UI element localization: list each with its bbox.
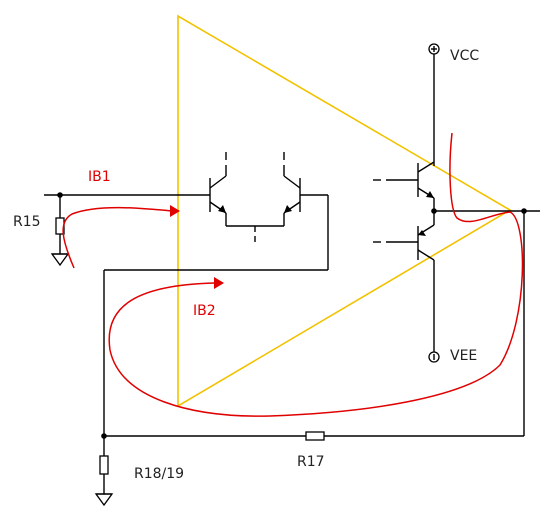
vee-terminal: [428, 351, 440, 363]
vee-label: VEE: [450, 348, 477, 364]
r15-label: R15: [13, 214, 41, 230]
arrow-icon: [214, 277, 224, 289]
input-transistor-right: [283, 152, 301, 226]
ground-icon: [50, 253, 70, 267]
vcc-terminal: [428, 43, 440, 55]
ib2-label: IB2: [193, 303, 216, 319]
vcc-label: VCC: [450, 48, 479, 64]
ib1-label: IB1: [88, 169, 111, 185]
r1819-label: R18/19: [134, 466, 184, 482]
arrow-icon: [170, 205, 180, 217]
output-transistor-top: [373, 161, 435, 211]
r1819-resistor: [99, 455, 109, 475]
output-transistor-bottom: [373, 211, 435, 261]
r17-label: R17: [297, 454, 325, 470]
ib2-current-path: [108, 132, 524, 417]
input-transistor-left: [209, 152, 227, 226]
ground-icon: [94, 493, 114, 507]
r17-resistor: [305, 431, 325, 441]
junction-output-emitters: [431, 208, 437, 214]
junction-output: [521, 208, 527, 214]
ib1-current-path: [62, 206, 173, 269]
